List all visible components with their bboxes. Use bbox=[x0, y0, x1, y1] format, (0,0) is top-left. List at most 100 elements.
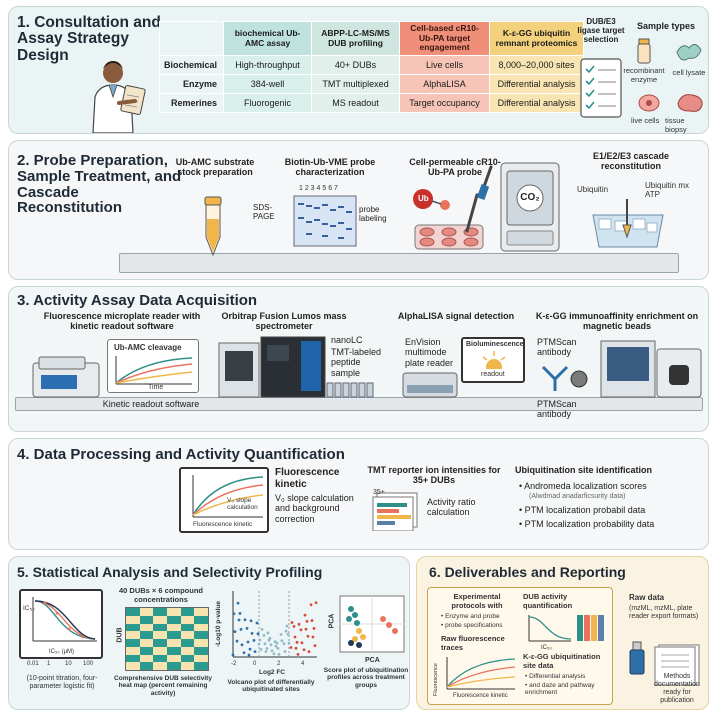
volcano-point bbox=[264, 650, 268, 653]
volcano-point bbox=[295, 640, 299, 644]
gel-icon bbox=[293, 195, 357, 247]
volcano-point bbox=[282, 642, 286, 646]
ratio-label: Activity ratio calculation bbox=[427, 497, 476, 518]
fluorescence-curves bbox=[192, 475, 264, 518]
table-cell: Differential analysis bbox=[489, 93, 585, 113]
usb-drive-icon bbox=[629, 641, 645, 675]
heatmap-cell bbox=[126, 615, 140, 624]
sample-type-label: tissue biopsy bbox=[665, 116, 687, 134]
volcano-point bbox=[232, 612, 236, 616]
ubiquitin-atp-label: Ubiquitin mx ATP bbox=[645, 181, 690, 200]
heatmap-cell bbox=[139, 662, 154, 670]
heatmap-cell bbox=[126, 646, 140, 655]
heatmap-cell bbox=[167, 646, 181, 655]
heatmap-cell bbox=[126, 623, 140, 632]
protocols-title: Experimental protocols with bbox=[451, 592, 503, 610]
volcano-point bbox=[300, 641, 304, 645]
tube-icon bbox=[204, 196, 222, 257]
raw-fluor-kinetic: Fluorescence kinetic bbox=[453, 693, 508, 699]
tissue-biopsy-icon bbox=[677, 94, 703, 112]
ic50-tick: 1 bbox=[47, 661, 51, 667]
volcano-point bbox=[256, 632, 260, 636]
heatmap-cell bbox=[139, 623, 154, 632]
antibody-icon bbox=[541, 365, 588, 391]
volcano-point bbox=[272, 652, 276, 656]
volcano-point bbox=[258, 638, 262, 642]
ub-amc-label: Ub-AMC substrate stock preparation bbox=[175, 157, 255, 178]
volcano-point bbox=[268, 636, 272, 640]
volcano-point bbox=[305, 620, 309, 623]
bullet-item: • PTM localization probability data bbox=[519, 519, 655, 529]
ptmscan-label-2: PTMScan antibody bbox=[537, 399, 577, 420]
pca-point bbox=[346, 616, 352, 622]
table-cell: Differential analysis bbox=[489, 74, 585, 94]
table-cell: MS readout bbox=[311, 93, 401, 113]
volcano-point bbox=[314, 601, 318, 605]
heatmap-title: 40 DUBs × 6 compound concentrations bbox=[119, 586, 203, 604]
heatmap-cell bbox=[180, 639, 195, 647]
volcano-point bbox=[250, 632, 254, 635]
table-cell: Fluorogenic bbox=[223, 93, 313, 113]
volcano-point bbox=[277, 652, 281, 656]
ic50-tick: 100 bbox=[83, 661, 94, 667]
volcano-point bbox=[253, 650, 257, 653]
volcano-point bbox=[313, 644, 317, 648]
heatmap-cell bbox=[180, 615, 195, 624]
sample-types-title: Sample types bbox=[637, 21, 696, 31]
volcano-point bbox=[310, 619, 314, 622]
section-title: 6. Deliverables and Reporting bbox=[429, 564, 626, 580]
volcano-point bbox=[302, 648, 306, 652]
volcano-point bbox=[283, 650, 287, 653]
pca-axis-label: PCA bbox=[328, 613, 336, 629]
envision-reader-icon bbox=[402, 372, 458, 398]
row-header: Enzyme bbox=[158, 74, 225, 94]
nanolc-label: nanoLC bbox=[331, 335, 363, 345]
heatmap-cell bbox=[180, 654, 195, 663]
volcano-point bbox=[240, 643, 244, 647]
mass-spec-icon bbox=[218, 336, 326, 398]
bullet-text: PTM localization probabil data bbox=[524, 505, 646, 515]
column-header: K-ε-GG ubiquitin remnant proteomics bbox=[489, 21, 585, 56]
heatmap-cell bbox=[194, 662, 208, 670]
kgg-enrichment-label: K-ε-GG immunoaffinity enrichment on magn… bbox=[535, 311, 699, 332]
sun-icon bbox=[482, 351, 506, 369]
volcano-point bbox=[270, 649, 274, 653]
raw-data-formats: (mzML, mzML, plate reader export formats… bbox=[629, 605, 699, 621]
kinetic-software-label: Kinetic readout software bbox=[102, 399, 200, 409]
volcano-point bbox=[243, 618, 247, 622]
reader-label: Fluorescence microplate reader with kine… bbox=[43, 311, 201, 332]
gel-lanes-label: 1 2 3 4 5 6 7 bbox=[299, 185, 338, 192]
column-header: biochemical Ub-AMC assay bbox=[223, 21, 313, 56]
cell-lysate-icon bbox=[676, 44, 702, 61]
pca-point bbox=[348, 640, 354, 646]
volcano-point bbox=[262, 634, 266, 637]
dub-quant-title: DUB activity quantification bbox=[523, 592, 573, 610]
ligase-label: DUB/E3 ligase target selection bbox=[577, 17, 625, 45]
section-title: 2. Probe Preparation, Sample Treatment, … bbox=[17, 152, 182, 217]
kinetic-curves bbox=[115, 356, 193, 385]
volcano-tick: 2 bbox=[277, 661, 281, 667]
section-title: 1. Consultation and Assay Strategy Desig… bbox=[17, 14, 161, 64]
volcano-point bbox=[247, 653, 251, 657]
heatmap-cell bbox=[167, 608, 181, 616]
volcano-tick: 0 bbox=[253, 661, 257, 667]
dub-quant-chart bbox=[528, 615, 604, 642]
volcano-point bbox=[265, 647, 269, 650]
incubator-icon bbox=[500, 162, 560, 252]
volcano-point bbox=[257, 642, 261, 646]
cell-permeable-label: Cell-permeable cR10-Ub-PA probe bbox=[409, 157, 501, 178]
garbled-note: (Alwdmad anadarficsurity data) bbox=[529, 493, 626, 500]
panel-deliverables: 6. Deliverables and Reporting Experiment… bbox=[416, 556, 709, 710]
protocol-text: probe specifications bbox=[445, 622, 503, 629]
kgg-item: • and daze and pathway enrichment bbox=[525, 682, 595, 697]
probe-labeling-label: probe labeling bbox=[359, 205, 387, 224]
volcano-tick: -2 bbox=[231, 661, 237, 667]
pca-point bbox=[352, 636, 358, 642]
pca-point bbox=[360, 634, 366, 640]
column-header: ABPP-LC-MS/MS DUB profiling bbox=[311, 21, 401, 56]
heatmap-cell bbox=[153, 615, 167, 624]
kgg-text: Differential analysis bbox=[529, 673, 586, 680]
volcano-point bbox=[252, 639, 256, 642]
chart-title: Ub-AMC cleavage bbox=[114, 343, 182, 352]
heatmap-cell bbox=[126, 608, 140, 616]
